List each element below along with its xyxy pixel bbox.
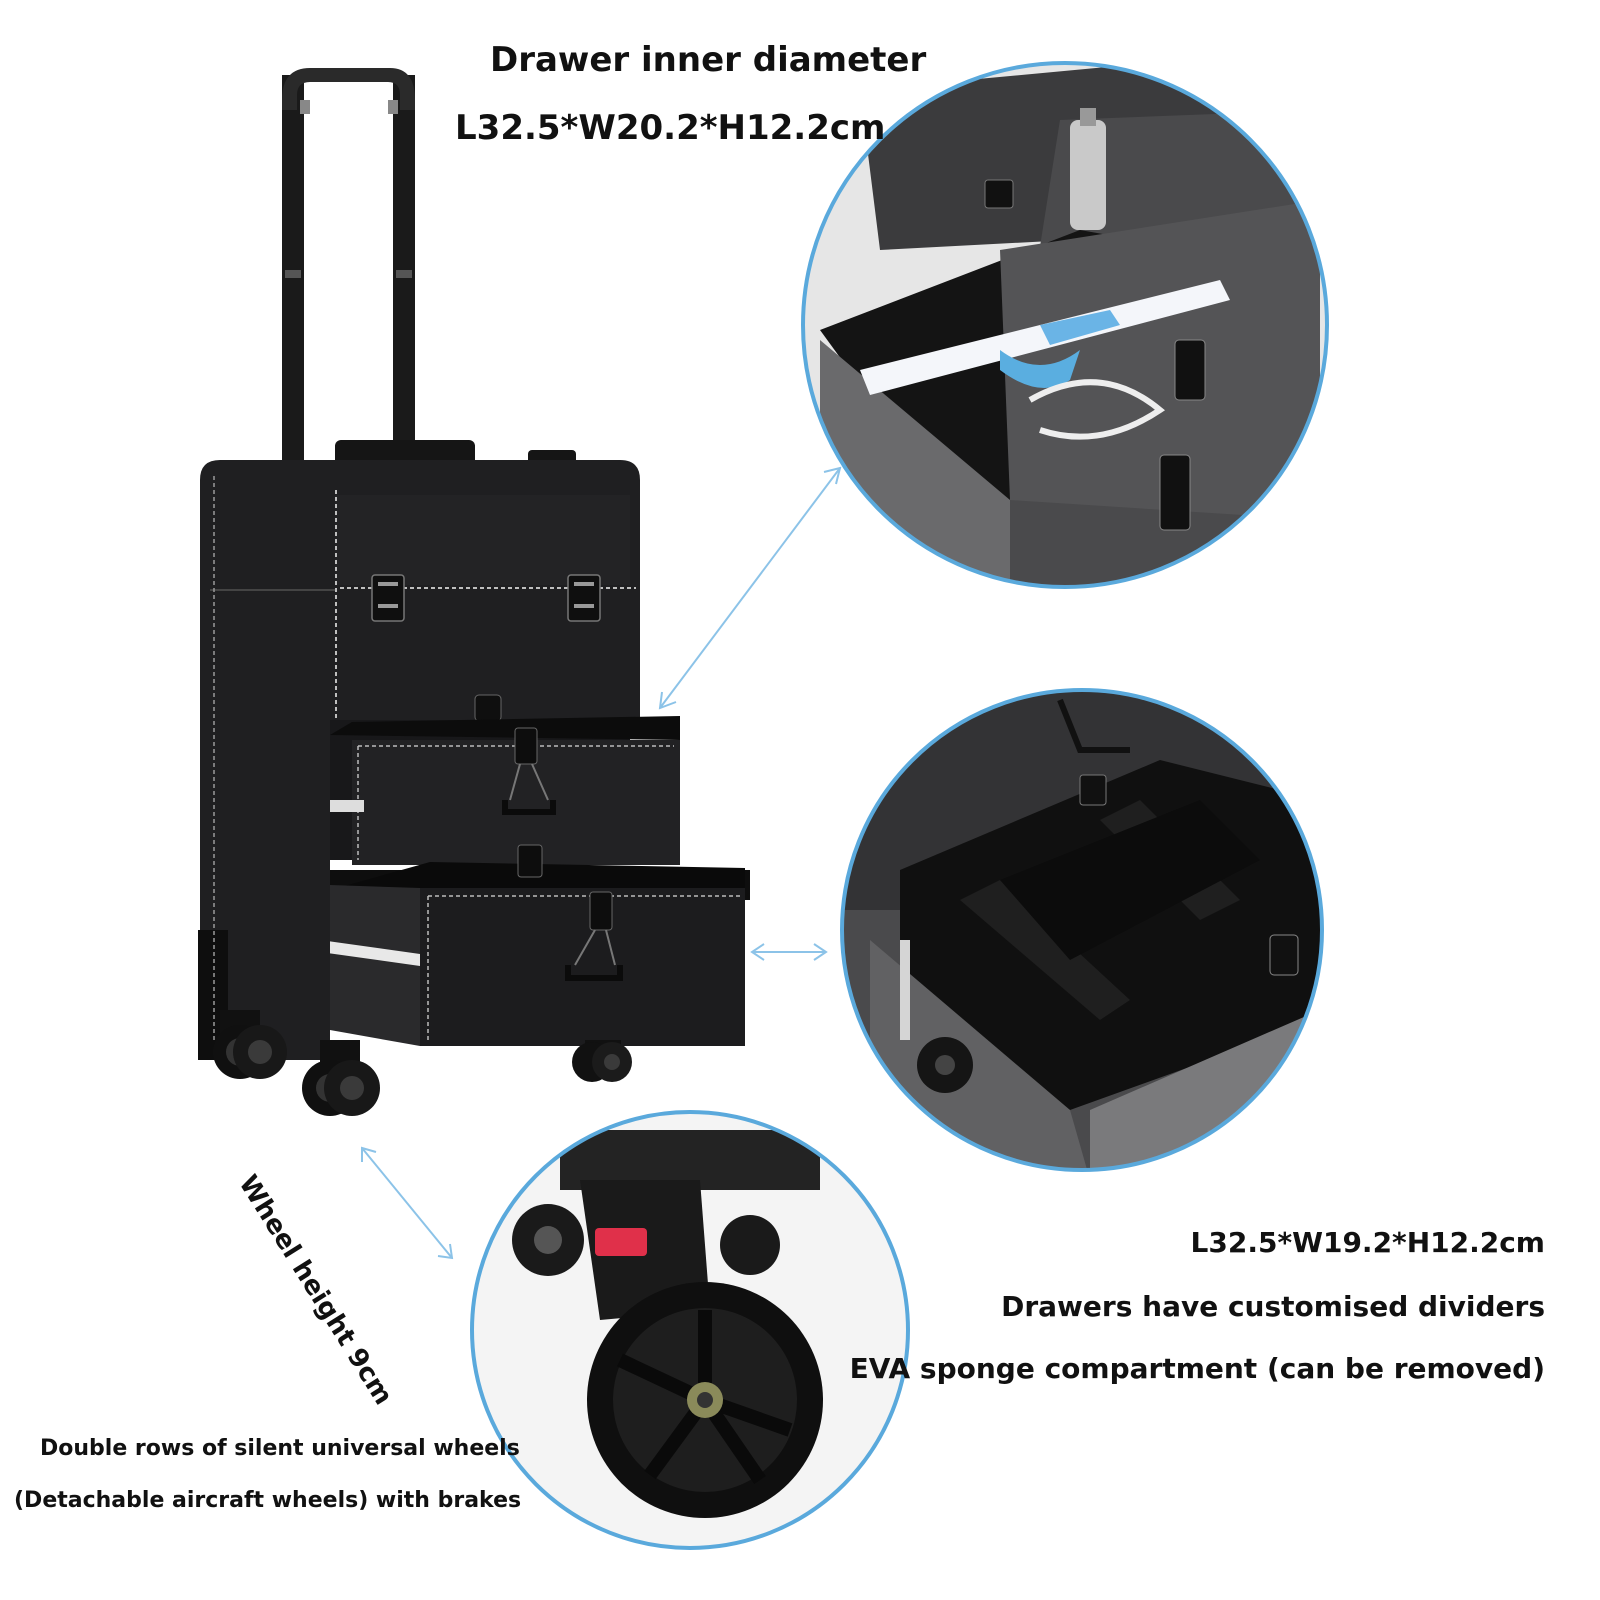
detail-circle-top-compartment <box>801 61 1329 589</box>
trolley-case <box>198 68 750 1116</box>
double-headed-arrow-icon <box>658 466 842 710</box>
eva-compartment-note: EVA sponge compartment (can be removed) <box>849 1352 1545 1385</box>
detail-circle-wheel <box>470 1110 910 1550</box>
upper-drawer-size: L32.5*W20.2*H12.2cm <box>455 108 886 148</box>
detail-circle-drawer-dividers <box>840 688 1324 1172</box>
drawer-dimension-title: Drawer inner diameter <box>490 40 927 80</box>
wheels-note-line1: Double rows of silent universal wheels <box>40 1436 520 1461</box>
case-wheels <box>213 1010 632 1116</box>
double-headed-arrow-icon <box>750 943 828 961</box>
double-headed-arrow-icon <box>361 1146 454 1260</box>
dividers-note: Drawers have customised dividers <box>1001 1290 1545 1323</box>
lower-drawer <box>330 844 750 1046</box>
wheels-note-line2: (Detachable aircraft wheels) with brakes <box>14 1488 522 1513</box>
telescopic-handle <box>282 68 415 470</box>
lower-drawer-size: L32.5*W19.2*H12.2cm <box>1190 1226 1545 1259</box>
upper-drawer <box>330 716 680 865</box>
